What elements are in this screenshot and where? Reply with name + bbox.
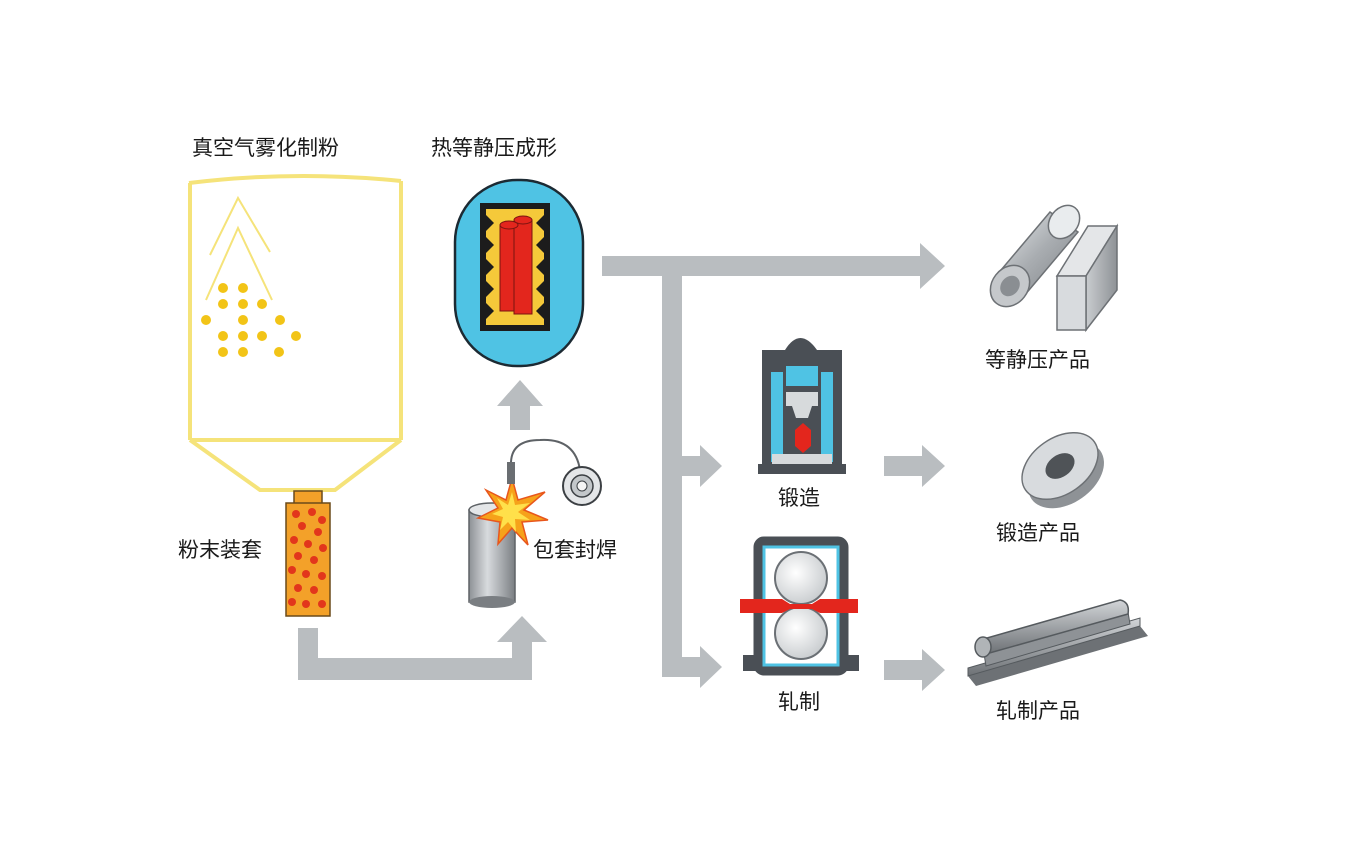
forged-products-icon — [1021, 431, 1104, 509]
hip-pressure-teeth — [486, 215, 544, 319]
arrow-to-rolling — [662, 646, 722, 688]
can-sealing — [468, 438, 602, 608]
atomizer-vessel — [188, 173, 403, 492]
label-forged-products: 锻造产品 — [996, 521, 1080, 545]
powder-capsule — [285, 490, 331, 617]
hip-vessel — [453, 178, 585, 368]
arrow-fill-to-seal — [298, 616, 547, 680]
label-forging: 锻造 — [778, 486, 820, 510]
flow-arrows — [298, 243, 945, 691]
label-powder-filling: 粉末装套 — [178, 538, 262, 562]
label-hip-products: 等静压产品 — [985, 348, 1090, 372]
label-hip-forming: 热等静压成形 — [431, 136, 557, 160]
arrow-forging-to-products — [884, 445, 945, 487]
hip-products-icon — [989, 204, 1119, 333]
arrow-rolling-to-products — [884, 649, 945, 691]
arrow-seal-to-hip — [497, 380, 543, 430]
label-vacuum-atomization: 真空气雾化制粉 — [192, 136, 339, 160]
forging-press — [758, 338, 846, 474]
forge-workpiece — [795, 423, 811, 453]
rolling-workpiece — [740, 599, 858, 613]
arrow-to-forging — [682, 445, 722, 487]
label-rolling: 轧制 — [778, 690, 820, 714]
wire-spool-icon — [562, 466, 602, 506]
arrow-hip-to-products — [602, 243, 945, 672]
rolling-mill — [740, 536, 862, 676]
hip-billet — [499, 215, 533, 315]
rail-products-icon — [967, 599, 1148, 686]
label-rolled-products: 轧制产品 — [996, 699, 1080, 723]
label-can-sealing: 包套封焊 — [533, 538, 617, 562]
powder-particles — [201, 283, 301, 357]
